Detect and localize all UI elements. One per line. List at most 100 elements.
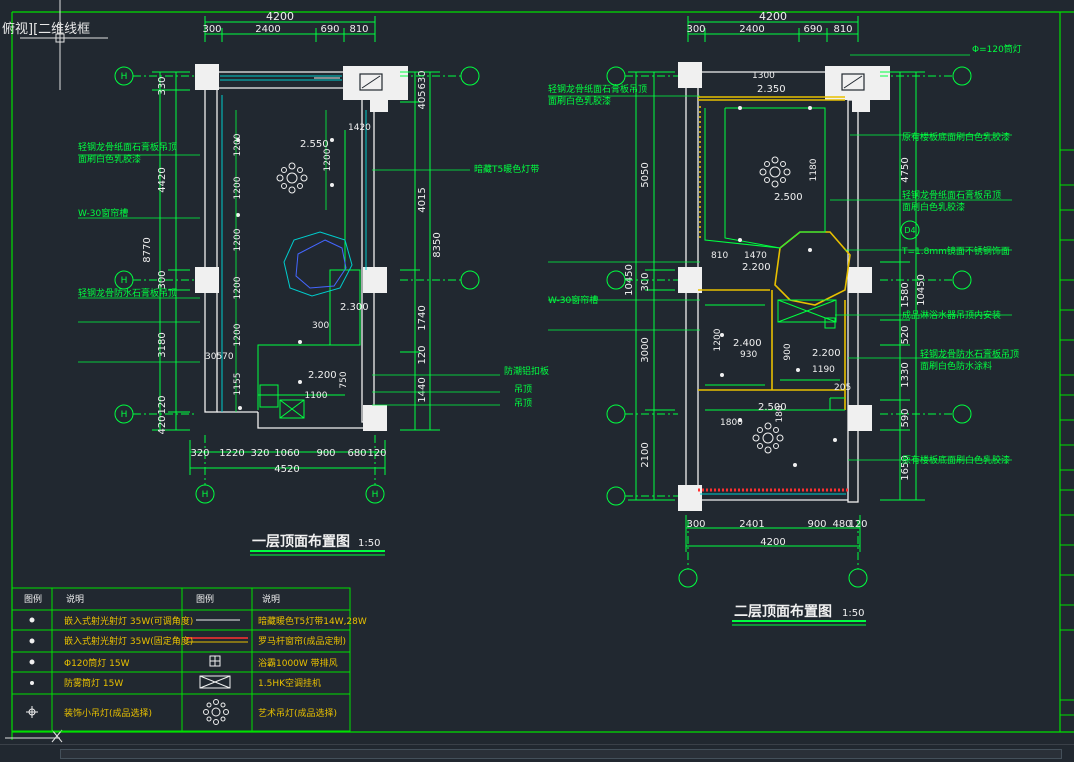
legend-desc: 1.5HK空调挂机 — [258, 677, 321, 689]
plan-2-second-floor-ceiling[interactable]: 4200 300 2400 690 810 — [548, 10, 1022, 626]
plan1-top-dim: 300 — [202, 24, 221, 35]
plan1-axis-label: H — [121, 276, 128, 286]
plan2-note: 面刷白色乳胶漆 — [902, 201, 965, 213]
plan2-inner-dim: 810 — [711, 251, 728, 261]
plan2-level: 2.500 — [758, 402, 787, 413]
plan1-bottom-dim: 320 — [190, 448, 209, 459]
plan2-left-dim: 5050 — [640, 162, 651, 187]
plan2-bottom-dim: 300 — [686, 519, 705, 530]
scrollbar-thumb[interactable] — [60, 749, 1062, 759]
bath-heater-icon — [209, 655, 221, 667]
legend-desc: 浴霸1000W 带排风 — [258, 657, 338, 669]
plan1-bottom-dim: 900 — [316, 448, 335, 459]
plan2-level: 2.200 — [742, 262, 771, 273]
plan1-right-dim: 405 — [417, 90, 428, 109]
plan2-inner-dim: 1470 — [744, 251, 767, 261]
plan2-right-dim: 1330 — [900, 362, 911, 387]
plan2-level: 2.500 — [774, 192, 803, 203]
plan1-note: 面刷白色乳胶漆 — [78, 153, 141, 165]
plan1-bottom-dim: 320 — [250, 448, 269, 459]
plan1-column — [363, 405, 387, 431]
legend-desc: 罗马杆窗帘(成品定制) — [258, 635, 346, 647]
plan2-right-dim: 4750 — [900, 157, 911, 182]
plan1-note: 轻钢龙骨纸面石膏板吊顶 — [78, 141, 177, 153]
plan2-right-dim: 520 — [900, 325, 911, 344]
plan2-bottom-dim: 120 — [848, 519, 867, 530]
plan2-note: 面刷白色防水涂料 — [920, 360, 992, 372]
plan2-note: 原有楼板底面刷白色乳胶漆 — [902, 131, 1010, 143]
plan1-right-dim: 120 — [417, 345, 428, 364]
plan1-inner-dim: 1100 — [305, 391, 328, 401]
plan1-right-dim: 630 — [417, 70, 428, 89]
plan1-inner-dim: 750 — [339, 371, 349, 388]
plan2-top-dim: 690 — [803, 24, 822, 35]
plan2-note: 成品淋浴水器吊顶内安装 — [902, 309, 1001, 321]
plan1-axis-label: H — [202, 490, 209, 500]
plan1-inner-dim: 1200 — [323, 148, 333, 171]
plan2-note: T=1.8mm镜面不锈钢饰面 — [901, 245, 1010, 257]
plan2-inner-dim: 1180 — [809, 158, 819, 181]
plan1-note: 轻钢龙骨防水石膏板吊顶 — [78, 287, 177, 299]
plan1-title: 一层顶面布置图 — [252, 533, 350, 550]
legend-desc: Φ120筒灯 15W — [64, 657, 130, 669]
plan1-column — [195, 64, 219, 90]
legend-desc: 暗藏暖色T5灯带14W,28W — [258, 615, 367, 627]
art-chandelier-icon — [203, 699, 229, 725]
plan2-level: 2.400 — [733, 338, 762, 349]
plan1-column-corner — [343, 66, 408, 112]
plan1-inner-dim: 30570 — [205, 352, 234, 362]
horizontal-scrollbar[interactable] — [0, 744, 1074, 762]
viewport-controls[interactable]: 俯视][二维线框 — [2, 22, 91, 37]
plan2-note: 面刷白色乳胶漆 — [548, 95, 611, 107]
plan1-right-dim: 1440 — [417, 377, 428, 402]
plan2-level: 2.350 — [757, 84, 786, 95]
plan1-axis-label: H — [372, 490, 379, 500]
plan2-bottom-dim: 4200 — [760, 537, 785, 548]
air-conditioner-icon — [199, 675, 231, 689]
plan1-note: W-30窗帘槽 — [78, 207, 128, 219]
plan1-top-dim: 690 — [320, 24, 339, 35]
plan1-right-dim: 8350 — [432, 232, 443, 257]
plan2-column — [678, 62, 702, 88]
plan2-inner-dim: 205 — [834, 383, 851, 393]
plan1-bottom-dim: 120 — [367, 448, 386, 459]
plan1-left-dim: 4420 — [157, 167, 168, 192]
plan1-top-dim: 2400 — [255, 24, 280, 35]
plan2-right-dim: 590 — [900, 408, 911, 427]
plan1-left-dim: 120 — [157, 395, 168, 414]
plan1-top-dim: 810 — [349, 24, 368, 35]
plan2-downlight-label: Φ=120筒灯 — [972, 43, 1022, 55]
plan1-inner-dim: 1155 — [233, 373, 243, 396]
downlight-icon — [29, 659, 35, 665]
lighting-legend-table[interactable]: 图例 说明 图例 说明 — [11, 587, 367, 732]
crosshair-cursor-icon — [20, 0, 108, 90]
plan1-axis-label: H — [121, 410, 128, 420]
plan1-inner-dim: 1200 — [233, 323, 243, 346]
plan2-title: 二层顶面布置图 — [734, 603, 832, 620]
plan1-note: 暗藏T5暖色灯带 — [474, 163, 539, 175]
plan1-chandelier-icon — [276, 162, 308, 194]
plan2-detail-marker: D4 — [904, 226, 915, 235]
plan1-inner-dim: 1420 — [348, 123, 371, 133]
ucs-icon — [5, 729, 63, 743]
plan1-bottom-dim: 1060 — [274, 448, 299, 459]
plan1-top-dim-total: 4200 — [266, 10, 294, 23]
plan2-right-dim: 1580 — [900, 282, 911, 307]
plan1-inner-dim: 1200 — [233, 276, 243, 299]
fixed-spotlight-icon — [29, 638, 35, 644]
plan1-level: 2.550 — [300, 139, 329, 150]
legend-header: 说明 — [262, 593, 280, 605]
plan1-note: 防潮铝扣板 — [504, 365, 549, 377]
plan-1-first-floor-ceiling[interactable]: 4200 300 2400 690 810 — [78, 10, 549, 556]
plan2-inner-dim: 1300 — [752, 71, 775, 81]
moisture-downlight-icon — [30, 681, 34, 685]
plan2-note: 轻钢龙骨纸面石膏板吊顶 — [902, 189, 1001, 201]
plan1-level: 2.300 — [340, 302, 369, 313]
plan2-left-dim: 2100 — [640, 442, 651, 467]
plan2-inner-dim: 1200 — [713, 328, 723, 351]
legend-header: 图例 — [196, 593, 214, 605]
plan2-top-dim: 300 — [686, 24, 705, 35]
plan2-top-dim-total: 4200 — [759, 10, 787, 23]
plan1-left-dim: 420 — [157, 415, 168, 434]
